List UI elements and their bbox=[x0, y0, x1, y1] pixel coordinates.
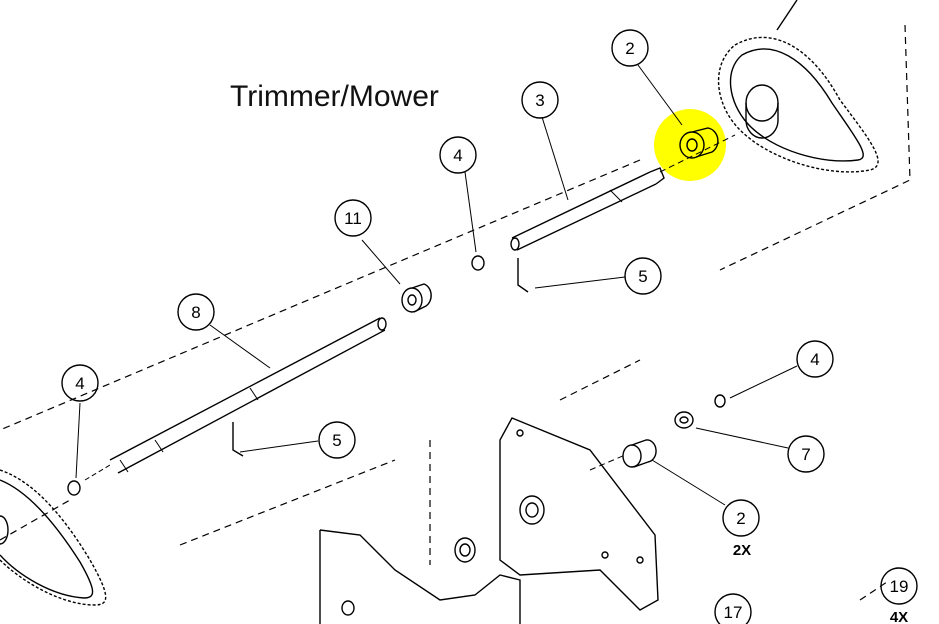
callout-2-top: 2 bbox=[611, 29, 649, 67]
callout-5-lower: 5 bbox=[318, 421, 356, 459]
shaft-part-8 bbox=[84, 317, 387, 481]
callout-19-label: 19 bbox=[890, 577, 909, 596]
callout-4-upper: 4 bbox=[439, 136, 477, 174]
callout-19: 19 4X bbox=[880, 567, 918, 624]
small-parts bbox=[67, 255, 726, 496]
callout-5-lower-label: 5 bbox=[332, 431, 341, 450]
dashed-boundary bbox=[0, 24, 911, 601]
callout-2-bottom-qty: 2X bbox=[733, 542, 751, 559]
callout-8-label: 8 bbox=[191, 303, 200, 322]
callout-4-left: 4 bbox=[61, 364, 99, 402]
callout-19-qty: 4X bbox=[890, 609, 908, 624]
diagram-title: Trimmer/Mower bbox=[230, 80, 439, 113]
callout-5-upper-label: 5 bbox=[638, 267, 647, 286]
highlight-part-2 bbox=[654, 109, 726, 181]
frame-plate bbox=[319, 417, 659, 624]
callout-4-left-label: 4 bbox=[75, 374, 84, 393]
collar-part-11 bbox=[401, 283, 432, 313]
callout-5-upper: 5 bbox=[624, 257, 662, 295]
callout-17: 17 bbox=[714, 593, 752, 624]
callout-2-bottom-label: 2 bbox=[736, 509, 745, 528]
callout-11-label: 11 bbox=[344, 209, 362, 228]
callout-8: 8 bbox=[177, 293, 215, 331]
callout-4-right-label: 4 bbox=[810, 350, 819, 369]
sprocket-top-right bbox=[717, 0, 879, 173]
callout-2-top-label: 2 bbox=[625, 39, 634, 58]
callout-2-bottom: 2 2X bbox=[722, 499, 760, 559]
callout-7-label: 7 bbox=[801, 445, 810, 464]
callout-17-label: 17 bbox=[724, 603, 743, 622]
callout-3: 3 bbox=[521, 81, 559, 119]
callout-4-upper-label: 4 bbox=[453, 146, 462, 165]
callout-4-right: 4 bbox=[796, 340, 834, 378]
bushing-part-2-top bbox=[679, 127, 719, 159]
bushing-part-2-lower bbox=[589, 439, 657, 471]
sprocket-left bbox=[0, 469, 107, 606]
callout-7: 7 bbox=[787, 435, 825, 473]
callout-3-label: 3 bbox=[535, 91, 544, 110]
shaft-part-3 bbox=[510, 134, 736, 251]
leader-lines bbox=[75, 64, 798, 506]
callout-11: 11 bbox=[334, 199, 372, 237]
